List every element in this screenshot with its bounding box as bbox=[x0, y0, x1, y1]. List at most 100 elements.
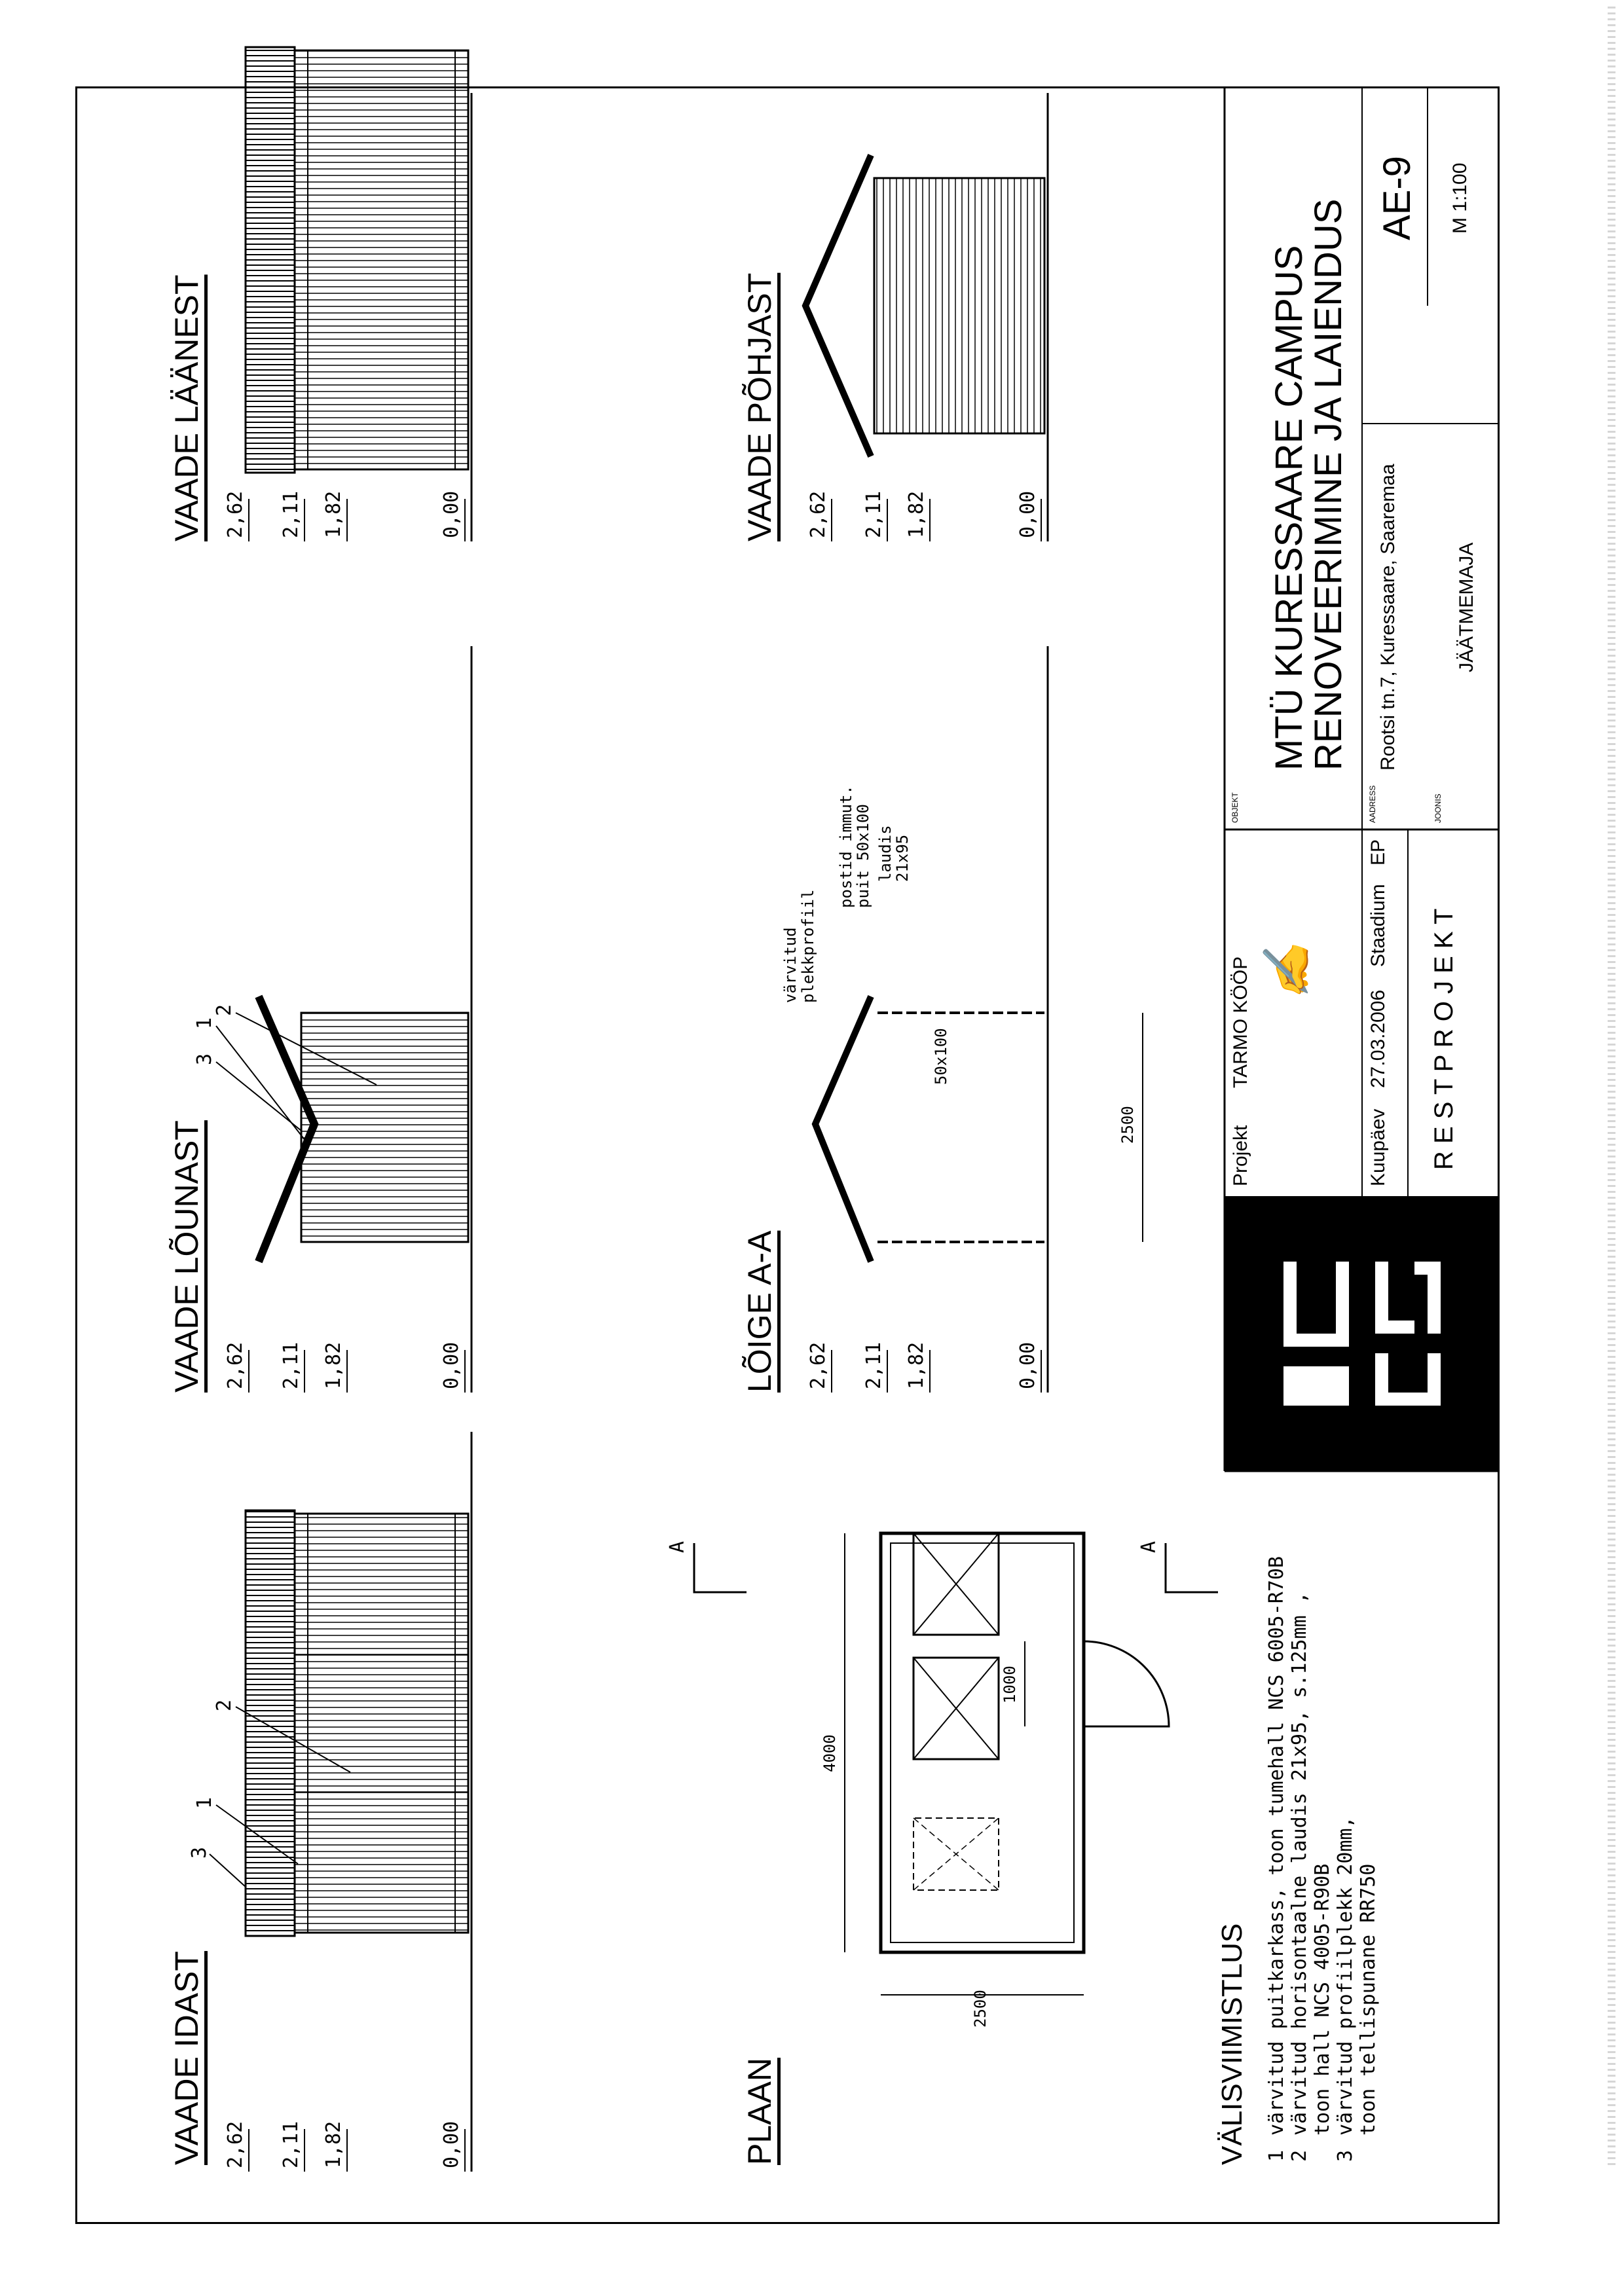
section-note: puit 50x100 bbox=[854, 804, 872, 908]
staadium-value: EP bbox=[1367, 839, 1389, 866]
section-note: 21x95 bbox=[893, 834, 912, 882]
objekt-label: OBJEKT bbox=[1230, 792, 1240, 823]
finish-number: 1 bbox=[1265, 2149, 1288, 2162]
view-south bbox=[215, 646, 473, 1393]
view-title-section: LÕIGE A-A bbox=[741, 1230, 778, 1393]
plan-inner bbox=[890, 1542, 1075, 1943]
view-title-north: VAADE PÕHJAST bbox=[741, 272, 778, 541]
section-note: laudis bbox=[876, 825, 895, 882]
projekt-value: TARMO KÖÖP bbox=[1230, 956, 1251, 1088]
logo-block bbox=[1225, 1196, 1500, 1471]
level-label: 1,82 bbox=[905, 1341, 928, 1389]
plan-dim-door: 1000 bbox=[1001, 1666, 1019, 1704]
finish-text: toon tellispunane RR750 bbox=[1357, 1863, 1380, 2136]
callout-number: 1 bbox=[193, 1796, 216, 1809]
view-title-west: VAADE LÄÄNEST bbox=[168, 274, 205, 541]
callout-number: 2 bbox=[213, 1699, 236, 1711]
leader-line bbox=[215, 1025, 308, 1144]
leader-line bbox=[235, 1012, 377, 1085]
section-note: 50x100 bbox=[932, 1028, 950, 1085]
roof-gable bbox=[811, 995, 874, 1263]
finish-text: värvitud horisontaalne laudis 21x95, s.1… bbox=[1288, 1592, 1311, 2136]
level-label: 0,00 bbox=[440, 2121, 463, 2168]
scale: M 1:100 bbox=[1449, 162, 1471, 234]
finish-text: toon hall NCS 4005-R90B bbox=[1311, 1863, 1334, 2136]
section-mark-label: A bbox=[1137, 1540, 1160, 1553]
finish-number: 2 bbox=[1288, 2149, 1311, 2162]
roof-slab bbox=[244, 46, 296, 474]
signature: ✍ bbox=[1260, 942, 1314, 1000]
level-label: 2,62 bbox=[224, 1341, 247, 1389]
level-label: 1,82 bbox=[322, 2121, 345, 2168]
stage-name: R E S T P R O J E K T bbox=[1430, 908, 1458, 1170]
level-label: 1,82 bbox=[322, 1341, 345, 1389]
roof-gable bbox=[802, 154, 874, 458]
level-label: 1,82 bbox=[322, 490, 345, 538]
level-label: 2,11 bbox=[862, 490, 885, 538]
roof-slab bbox=[244, 1509, 296, 1937]
door-swing bbox=[1083, 1640, 1170, 1728]
callout-number: 2 bbox=[213, 1004, 236, 1016]
level-label: 2,11 bbox=[280, 2121, 303, 2168]
leader-line bbox=[215, 1061, 302, 1131]
section-dim: 2500 bbox=[1118, 1106, 1137, 1144]
level-label: 2,11 bbox=[862, 1341, 885, 1389]
leader-line bbox=[235, 1706, 351, 1773]
view-title-south: VAADE LÕUNAST bbox=[168, 1120, 205, 1393]
aadress-label: AADRESS bbox=[1368, 785, 1377, 823]
section-mark-label: A bbox=[666, 1540, 689, 1553]
bin-small bbox=[913, 1817, 999, 1891]
view-title-east: VAADE IDAST bbox=[168, 1951, 205, 2165]
wall-siding bbox=[293, 49, 470, 471]
finish-text: värvitud profiilplekk 20mm, bbox=[1334, 1816, 1357, 2136]
finish-number: 3 bbox=[1334, 2149, 1357, 2162]
logo-glyph bbox=[1283, 1262, 1441, 1406]
level-label: 0,00 bbox=[1016, 1341, 1039, 1389]
view-title-plan: PLAAN bbox=[741, 2058, 778, 2165]
leader-line bbox=[215, 1804, 299, 1865]
kuupaev-label: Kuupäev bbox=[1367, 1108, 1389, 1186]
view-west bbox=[244, 46, 473, 541]
view-east bbox=[209, 1432, 473, 2172]
level-label: 0,00 bbox=[1016, 490, 1039, 538]
level-label: 2,11 bbox=[280, 490, 303, 538]
object-line1: MTÜ KURESSAARE CAMPUS bbox=[1268, 245, 1310, 771]
finish-text: värvitud puitkarkass, toon tumehall NCS … bbox=[1265, 1556, 1288, 2136]
callout-number: 1 bbox=[193, 1017, 216, 1029]
wall-siding bbox=[300, 1011, 470, 1243]
bin bbox=[912, 1532, 1000, 1636]
view-plan bbox=[693, 1531, 1218, 1995]
callout-number: 3 bbox=[188, 1846, 211, 1859]
level-label: 2,62 bbox=[807, 490, 830, 538]
level-label: 2,11 bbox=[280, 1341, 303, 1389]
callout-number: 3 bbox=[193, 1053, 216, 1065]
object-line2: RENOVEERIMINE JA LAIENDUS bbox=[1307, 198, 1350, 771]
view-section bbox=[811, 646, 1143, 1393]
wall-siding bbox=[873, 177, 1046, 435]
view-north bbox=[802, 93, 1049, 541]
leader-line bbox=[209, 1853, 246, 1887]
section-note: postid immut. bbox=[837, 785, 855, 908]
section-mark bbox=[1164, 1543, 1218, 1594]
address: Rootsi tn.7, Kuressaare, Saaremaa bbox=[1377, 464, 1399, 771]
level-label: 0,00 bbox=[440, 1341, 463, 1389]
joonis-label: JOONIS bbox=[1433, 793, 1443, 823]
finishes-title: VÄLISVIIMISTLUS bbox=[1216, 1923, 1248, 2165]
kuupaev-value: 27.03.2006 bbox=[1367, 989, 1389, 1088]
sheet-number: AE-9 bbox=[1376, 156, 1418, 240]
section-note: plekkprofiil bbox=[799, 889, 817, 1003]
level-label: 0,00 bbox=[440, 490, 463, 538]
plan-dim-width: 4000 bbox=[821, 1734, 839, 1772]
level-label: 2,62 bbox=[224, 490, 247, 538]
level-label: 2,62 bbox=[224, 2121, 247, 2168]
section-note: värvitud bbox=[781, 927, 800, 1003]
bin bbox=[912, 1656, 1000, 1760]
level-label: 2,62 bbox=[807, 1341, 830, 1389]
section-mark bbox=[693, 1543, 747, 1594]
plan-dim-depth: 2500 bbox=[971, 1990, 989, 2028]
title-block bbox=[1223, 86, 1500, 1472]
level-label: 1,82 bbox=[905, 490, 928, 538]
